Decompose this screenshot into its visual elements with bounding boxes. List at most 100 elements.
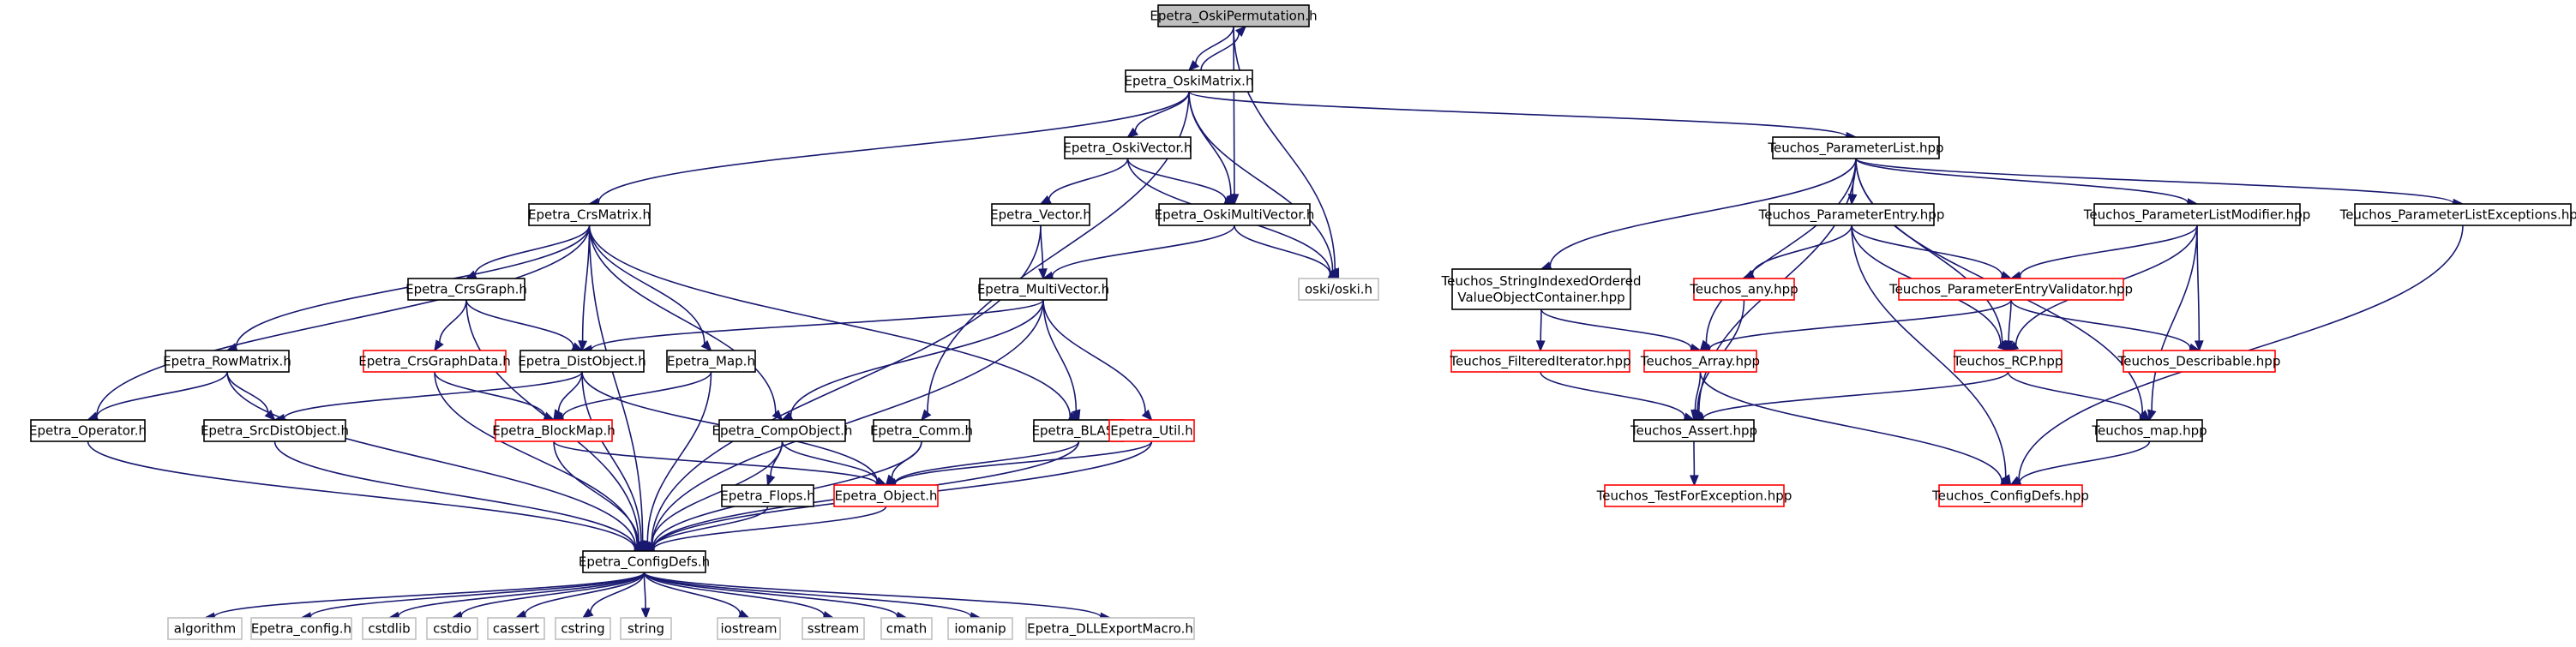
node-crsgraph[interactable]: Epetra_CrsGraph.h	[405, 278, 527, 301]
node-tmap[interactable]: Teuchos_map.hpp	[2091, 419, 2207, 442]
node-box	[203, 419, 346, 442]
node-box	[426, 617, 478, 640]
edge-paramentryval-to-rcp	[2003, 299, 2014, 352]
node-box	[582, 550, 706, 573]
edge-paramlist-to-rcp	[1855, 158, 2009, 352]
edge-crsgraphdata-to-blockmap	[434, 371, 555, 421]
node-box	[880, 617, 933, 640]
node-paramentryval[interactable]: Teuchos_ParameterEntryValidator.hpp	[1888, 278, 2133, 301]
node-label: Teuchos_map.hpp	[2091, 423, 2207, 440]
edge-multivector-to-blas	[1042, 299, 1081, 422]
node-paramentry[interactable]: Teuchos_ParameterEntry.hpp	[1758, 203, 1945, 226]
node-flops[interactable]: Epetra_Flops.h	[720, 484, 815, 507]
node-box	[802, 617, 865, 640]
node-box	[528, 203, 651, 226]
edge-crsmatrix-to-map	[588, 225, 712, 352]
node-paramlistmod[interactable]: Teuchos_ParameterListModifier.hpp	[2083, 203, 2310, 226]
node-label: cstdlib	[368, 621, 410, 637]
node-crsmatrix[interactable]: Epetra_CrsMatrix.h	[528, 203, 651, 226]
node-root[interactable]: Epetra_OskiPermutation.h	[1150, 4, 1318, 27]
node-distobject[interactable]: Epetra_DistObject.h	[518, 350, 646, 373]
node-tassert[interactable]: Teuchos_Assert.hpp	[1630, 419, 1757, 442]
edge-rowmatrix-to-srcdist	[226, 371, 276, 422]
node-comm[interactable]: Epetra_Comm.h	[870, 419, 973, 442]
node-label: Epetra_OskiPermutation.h	[1150, 9, 1317, 25]
node-box	[873, 419, 970, 442]
node-cstdio: cstdio	[426, 617, 478, 640]
node-cstring: cstring	[555, 617, 611, 640]
node-vector[interactable]: Epetra_Vector.h	[990, 203, 1091, 226]
node-any[interactable]: Teuchos_any.hpp	[1689, 278, 1798, 301]
node-tconfig[interactable]: Teuchos_ConfigDefs.hpp	[1931, 484, 2089, 507]
node-describable[interactable]: Teuchos_Describable.hpp	[2117, 350, 2281, 373]
edge-tarray-to-tassert	[1690, 371, 1702, 422]
node-filtered[interactable]: Teuchos_FilteredIterator.hpp	[1449, 350, 1631, 373]
node-cmath: cmath	[880, 617, 933, 640]
edge-oskimatrix-to-paramlist	[1188, 91, 1858, 141]
node-object[interactable]: Epetra_Object.h	[833, 484, 939, 507]
node-label: oski/oski.h	[1305, 282, 1372, 297]
node-oski: oski/oski.h	[1298, 278, 1379, 301]
node-box	[250, 617, 352, 640]
node-oskimatrix[interactable]: Epetra_OskiMatrix.h	[1125, 69, 1254, 93]
edge-oskimultivector-to-multivector	[1042, 225, 1235, 281]
node-label: Epetra_CrsGraph.h	[405, 282, 527, 298]
node-econfig: Epetra_config.h	[250, 617, 352, 640]
node-compobject[interactable]: Epetra_CompObject.h	[712, 419, 853, 442]
node-oskimultivector[interactable]: Epetra_OskiMultiVector.h	[1155, 203, 1315, 226]
node-multivector[interactable]: Epetra_MultiVector.h	[977, 278, 1109, 301]
node-label: Epetra_Operator.h	[29, 423, 147, 440]
edge-comm-to-object	[885, 440, 922, 487]
node-box	[1693, 278, 1795, 301]
edge-root-to-oski	[1233, 26, 1340, 280]
edge-blockmap-to-configdefs	[553, 440, 646, 553]
node-blockmap[interactable]: Epetra_BlockMap.h	[492, 419, 615, 442]
node-map[interactable]: Epetra_Map.h	[666, 350, 756, 373]
node-label: Epetra_RowMatrix.h	[163, 354, 291, 370]
node-box	[1768, 203, 1935, 226]
node-box	[362, 617, 417, 640]
edge-crsgraph-to-crsgraphdata	[434, 299, 467, 352]
edge-oskimatrix-to-oskimultivector	[1188, 91, 1235, 206]
edge-stringindexed-to-tarray	[1540, 309, 1702, 353]
edge-distobject-to-srcdist	[273, 371, 583, 423]
node-box	[2354, 203, 2572, 226]
node-box	[1604, 484, 1785, 507]
node-label: Epetra_DistObject.h	[518, 354, 646, 370]
node-configdefs[interactable]: Epetra_ConfigDefs.h	[579, 550, 710, 573]
node-label: Epetra_Comm.h	[870, 423, 973, 440]
node-label: Epetra_Util.h	[1110, 423, 1192, 440]
edge-configdefs-to-cstring	[581, 572, 646, 619]
node-tarray[interactable]: Teuchos_Array.hpp	[1640, 350, 1760, 373]
node-box	[1125, 69, 1253, 93]
node-crsgraphdata[interactable]: Epetra_CrsGraphData.h	[358, 350, 511, 373]
node-box	[991, 203, 1090, 226]
edge-configdefs-to-sstream	[643, 572, 835, 620]
node-label: Teuchos_ParameterEntryValidator.hpp	[1888, 282, 2133, 298]
edge-crsmatrix-to-blas	[588, 225, 1080, 421]
node-rcp[interactable]: Teuchos_RCP.hpp	[1953, 350, 2063, 373]
node-box	[363, 350, 507, 373]
node-rowmatrix[interactable]: Epetra_RowMatrix.h	[163, 350, 291, 373]
node-box	[620, 617, 672, 640]
node-srcdist[interactable]: Epetra_SrcDistObject.h	[201, 419, 349, 442]
node-stringindexed[interactable]: Teuchos_StringIndexedOrderedValueObjectC…	[1441, 268, 1642, 310]
node-paramlist[interactable]: Teuchos_ParameterList.hpp	[1767, 136, 1944, 159]
node-label: cstdio	[433, 621, 471, 637]
edge-compobject-to-flops	[766, 440, 784, 487]
node-label: Teuchos_Assert.hpp	[1630, 423, 1757, 440]
node-oskivector[interactable]: Epetra_OskiVector.h	[1063, 136, 1192, 159]
node-label: Teuchos_ParameterEntry.hpp	[1758, 207, 1945, 224]
node-box	[555, 617, 611, 640]
node-label: Epetra_config.h	[251, 621, 351, 638]
node-cassert: cassert	[487, 617, 545, 640]
node-testforexc[interactable]: Teuchos_TestForException.hpp	[1596, 484, 1792, 507]
node-operator[interactable]: Epetra_Operator.h	[29, 419, 147, 442]
edge-stringindexed-to-filtered	[1535, 309, 1546, 352]
node-algorithm: algorithm	[167, 617, 243, 640]
node-box	[165, 350, 290, 373]
node-label: Teuchos_StringIndexedOrdered	[1441, 273, 1642, 290]
node-box	[407, 278, 525, 301]
node-paramlistexc[interactable]: Teuchos_ParameterListExceptions.hpp	[2339, 203, 2576, 226]
node-util[interactable]: Epetra_Util.h	[1108, 419, 1195, 442]
